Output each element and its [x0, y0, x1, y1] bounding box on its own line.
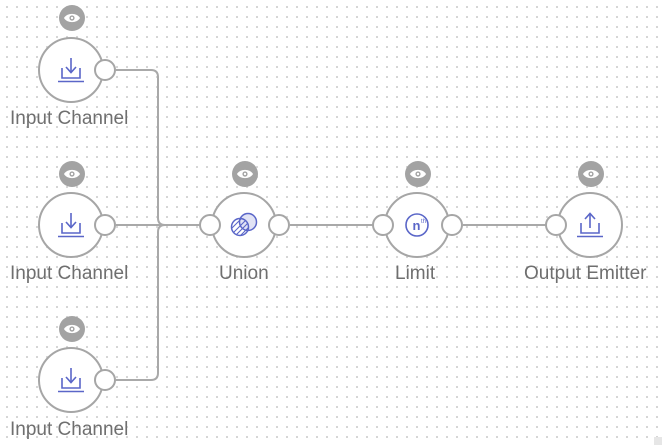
node-label: Input Channel [10, 108, 129, 129]
input-port[interactable] [545, 214, 567, 236]
wire-input-1-union[interactable] [116, 69, 200, 226]
input-port[interactable] [372, 214, 394, 236]
connection-wires [116, 69, 546, 381]
node-label: Input Channel [10, 263, 129, 284]
limit-icon-n: n [413, 218, 421, 233]
input-channel-node-circle[interactable] [38, 192, 104, 258]
output-emitter-node-circle[interactable] [557, 192, 623, 258]
union-venn-icon [228, 209, 260, 241]
wire-input-3-union[interactable] [116, 224, 200, 381]
eye-icon[interactable] [405, 161, 431, 187]
output-upload-icon [574, 209, 606, 241]
canvas-corner [654, 437, 662, 445]
output-port[interactable] [94, 369, 116, 391]
eye-icon[interactable] [59, 5, 85, 31]
output-port[interactable] [268, 214, 290, 236]
node-label: Input Channel [10, 419, 129, 440]
input-download-icon [55, 54, 87, 86]
eye-icon[interactable] [232, 161, 258, 187]
eye-icon[interactable] [59, 161, 85, 187]
limit-nth-icon: n th [401, 209, 433, 241]
output-port[interactable] [94, 214, 116, 236]
node-label: Limit [395, 263, 436, 284]
union-node-circle[interactable] [211, 192, 277, 258]
input-channel-node-circle[interactable] [38, 347, 104, 413]
eye-icon[interactable] [578, 161, 604, 187]
input-download-icon [55, 209, 87, 241]
limit-icon-th: th [421, 219, 426, 225]
node-label: Union [219, 263, 269, 284]
eye-icon[interactable] [59, 316, 85, 342]
output-port[interactable] [441, 214, 463, 236]
input-download-icon [55, 364, 87, 396]
input-port[interactable] [199, 214, 221, 236]
limit-node-circle[interactable]: n th [384, 192, 450, 258]
node-label: Output Emitter [524, 263, 647, 284]
output-port[interactable] [94, 59, 116, 81]
